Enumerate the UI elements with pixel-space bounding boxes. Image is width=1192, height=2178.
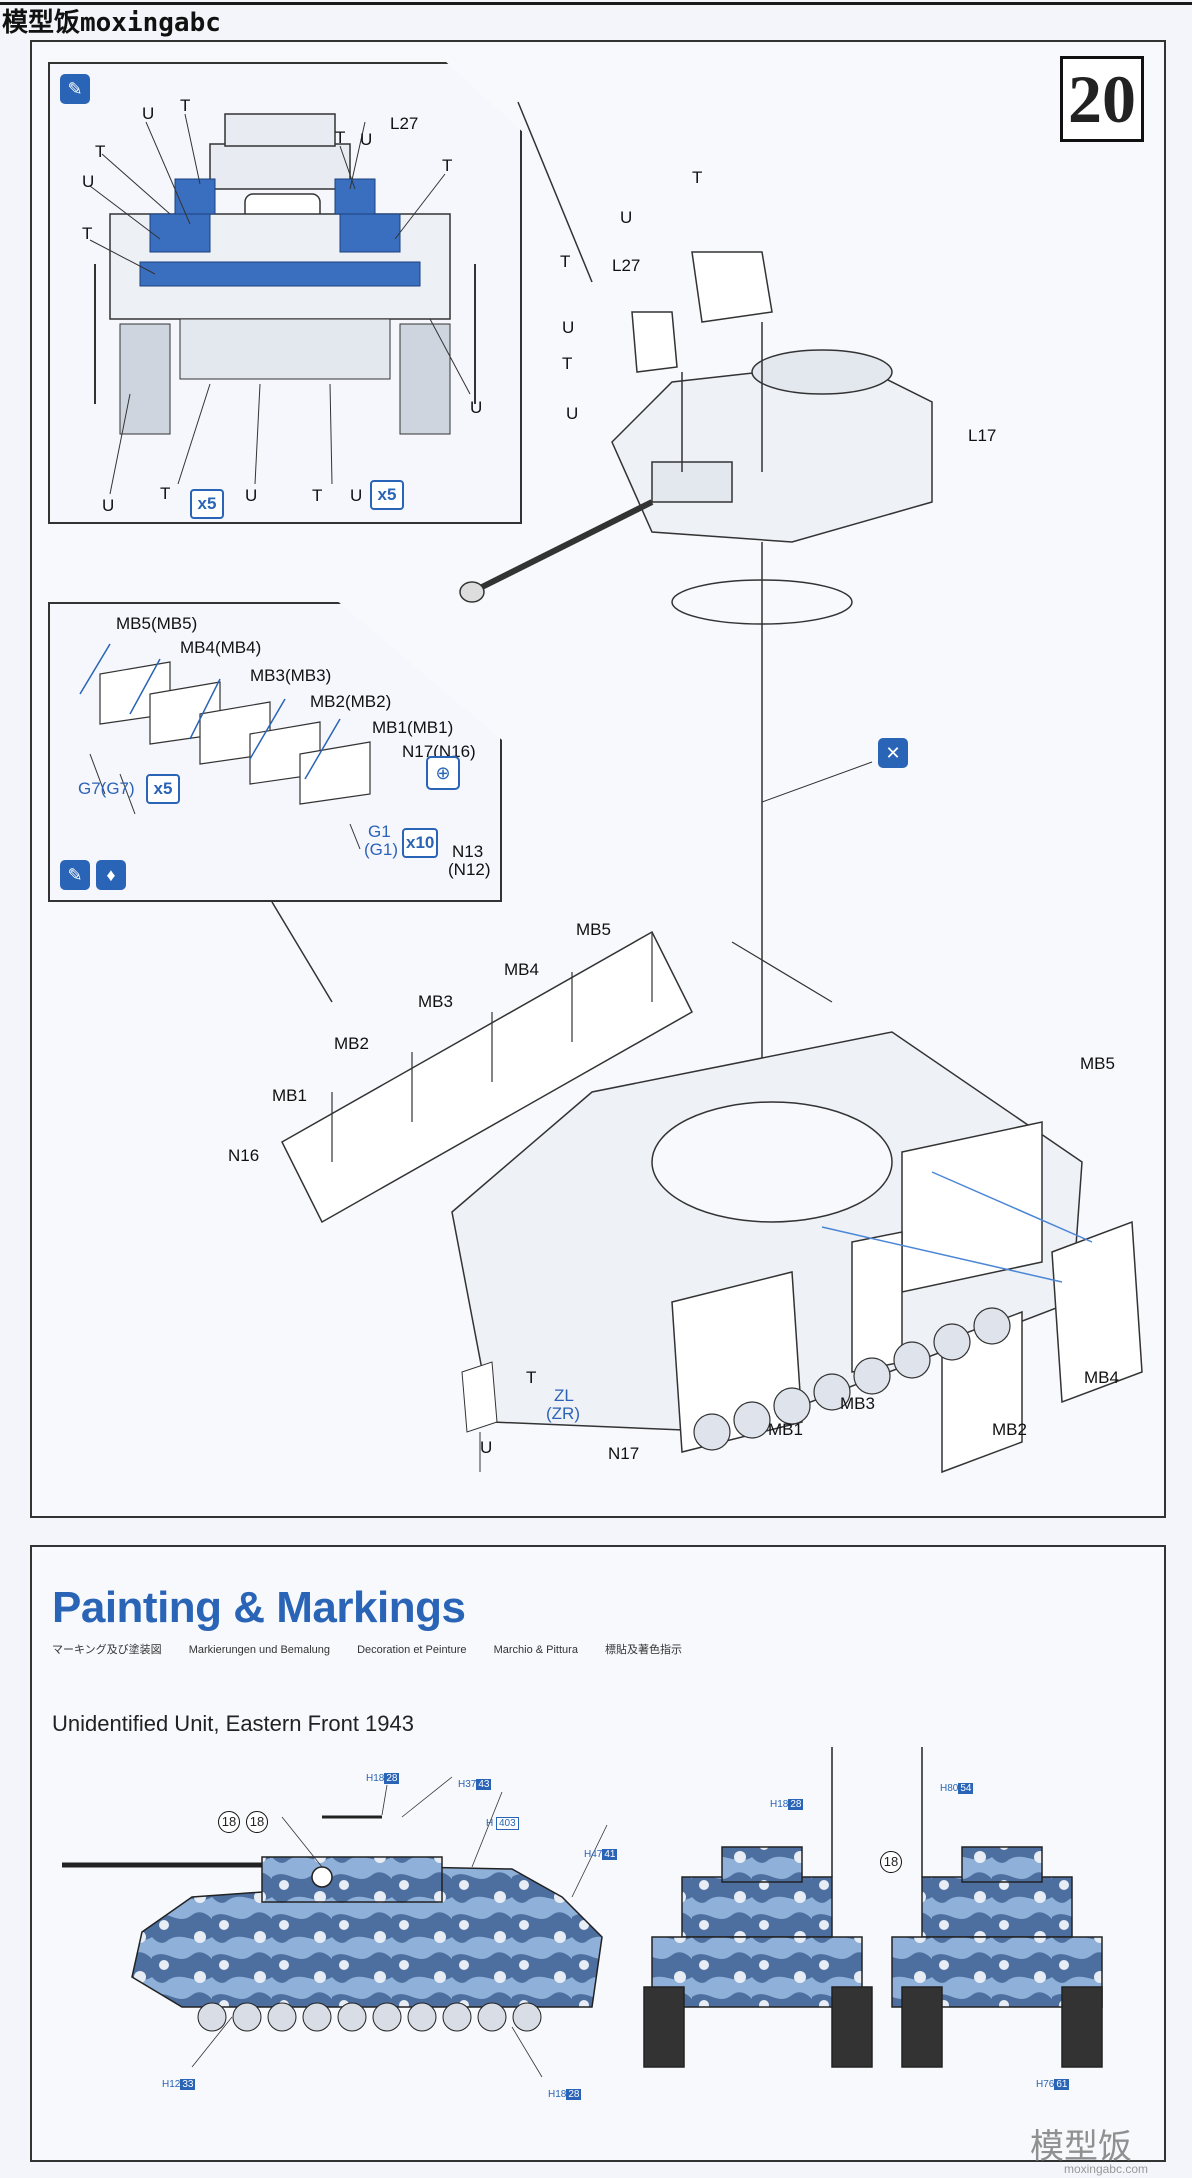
hull-label-mb2-bottom: MB2 <box>992 1420 1027 1439</box>
hull-label-t: T <box>526 1368 537 1387</box>
hull-label-mb4-right: MB4 <box>1084 1368 1119 1387</box>
color-chip-3: H 403 <box>486 1817 519 1830</box>
count-badge-t: x5 <box>190 489 224 519</box>
hull-label-mb1: MB1 <box>272 1086 307 1105</box>
unit-title: Unidentified Unit, Eastern Front 1943 <box>52 1711 414 1736</box>
hull-label-mb3: MB3 <box>418 992 453 1011</box>
painting-markings-panel: Painting & Markings マーキング及び塗装図 Markierun… <box>30 1545 1166 2162</box>
hull-label-mb1-bottom: MB1 <box>768 1420 803 1439</box>
hull-label-mb4: MB4 <box>504 960 539 979</box>
count-badge-u: x5 <box>370 480 404 510</box>
label-mb4-inset: MB4(MB4) <box>180 638 262 657</box>
hull-label-u: U <box>480 1438 493 1457</box>
label-l27: L27 <box>390 114 419 133</box>
assembly-step-panel: 20 ✎ <box>30 40 1166 1518</box>
label-mb2-inset: MB2(MB2) <box>310 692 392 711</box>
label-mb3-inset: MB3(MB3) <box>250 666 332 685</box>
label-u5: U <box>102 496 115 515</box>
painting-subtitles: マーキング及び塗装図 Markierungen und Bemalung Dec… <box>52 1641 706 1657</box>
label-u1: U <box>142 104 155 123</box>
label-t2: T <box>95 142 106 161</box>
hull-label-n17: N17 <box>608 1444 640 1463</box>
subtitle-fr: Decoration et Peinture <box>357 1644 467 1656</box>
label-t1: T <box>180 96 191 115</box>
label-g1b: (G1) <box>364 840 398 859</box>
label-t7: T <box>312 486 323 505</box>
turret-label-l27: L27 <box>612 256 641 275</box>
label-u2: U <box>82 172 95 191</box>
turret-label-u1: U <box>620 208 633 227</box>
watermark: 模型饭moxingabc <box>2 8 221 38</box>
turret-label-t2: T <box>560 252 571 271</box>
label-t6: T <box>160 484 171 503</box>
hull-label-n16: N16 <box>228 1146 260 1165</box>
hull-label-mb3-bottom: MB3 <box>840 1394 875 1413</box>
skirt-detail-drawing <box>79 643 371 850</box>
label-mb5-inset: MB5(MB5) <box>116 614 198 633</box>
glue-icon-mid: ✎ <box>60 860 90 890</box>
label-u7: U <box>350 486 363 505</box>
turret-label-u2: U <box>562 318 575 337</box>
hull-label-mb2: MB2 <box>334 1034 369 1053</box>
footer-watermark: 模型饭 <box>1030 2128 1132 2166</box>
decal-callout-side-2: 18 <box>246 1811 268 1833</box>
label-u4: U <box>470 398 483 417</box>
label-u3: U <box>360 130 373 149</box>
remove-part-icon: ✕ <box>878 738 908 768</box>
rotate-part-icon: ⊕ <box>426 756 460 790</box>
hull-label-zl: ZL <box>554 1386 574 1405</box>
subtitle-jp: マーキング及び塗装図 <box>52 1644 162 1656</box>
label-g7: G7(G7) <box>78 779 135 798</box>
decal-callout-rear: 18 <box>880 1851 902 1873</box>
front-view-drawing <box>89 113 476 495</box>
label-t3: T <box>335 128 346 147</box>
turret-label-l17: L17 <box>968 426 997 445</box>
label-n13: N13 <box>452 842 484 861</box>
tank-profiles-drawing <box>62 1747 1103 2078</box>
subtitle-de: Markierungen und Bemalung <box>188 1644 330 1656</box>
subtitle-it: Marchio & Pittura <box>493 1644 578 1656</box>
cement-icon: ♦ <box>96 860 126 890</box>
glue-icon: ✎ <box>60 74 90 104</box>
turret-label-t3: T <box>562 354 573 373</box>
step-number: 20 <box>1060 56 1144 142</box>
footer-url: moxingabc.com <box>1063 2162 1148 2176</box>
label-n12: (N12) <box>448 860 491 879</box>
painting-title: Painting & Markings <box>52 1583 466 1632</box>
label-g1: G1 <box>368 822 391 841</box>
turret-label-u3: U <box>566 404 579 423</box>
label-u6: U <box>245 486 258 505</box>
count-badge-g7: x5 <box>146 774 180 804</box>
hull-label-mb5-right: MB5 <box>1080 1054 1115 1073</box>
front-view-inset: ✎ <box>48 62 522 524</box>
hull-label-zr: (ZR) <box>546 1404 580 1423</box>
turret-label-t1: T <box>692 168 703 187</box>
count-badge-g1: x10 <box>402 828 439 858</box>
label-t4: T <box>442 156 453 175</box>
decal-callout-side-1: 18 <box>218 1811 240 1833</box>
main-assembly-drawing <box>271 101 1143 1474</box>
subtitle-cn: 標貼及著色指示 <box>605 1644 683 1656</box>
hull-label-mb5: MB5 <box>576 920 611 939</box>
label-t5: T <box>82 224 93 243</box>
label-mb1-inset: MB1(MB1) <box>372 718 454 737</box>
top-border <box>0 2 1192 5</box>
